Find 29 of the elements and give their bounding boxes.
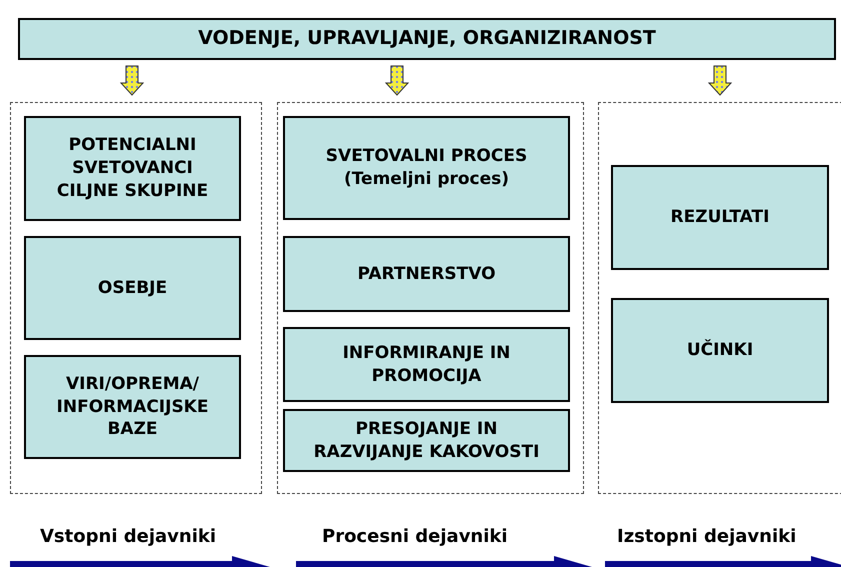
box-label: PRESOJANJE IN RAZVIJANJE KAKOVOSTI bbox=[312, 418, 540, 464]
box-label: VIRI/OPREMA/ INFORMACIJSKE BAZE bbox=[56, 372, 210, 442]
block-arrow bbox=[120, 66, 144, 96]
box-label: PARTNERSTVO bbox=[357, 262, 496, 286]
dashed-group-frame bbox=[277, 102, 584, 494]
box-label: REZULTATI bbox=[670, 206, 770, 229]
box-label: INFORMIRANJE IN PROMOCIJA bbox=[342, 342, 512, 388]
dashed-group-frame bbox=[598, 102, 841, 494]
factor-box bbox=[283, 327, 570, 402]
box-label: SVETOVALNI PROCES (Temeljni proces) bbox=[324, 145, 528, 191]
factor-box bbox=[24, 116, 241, 221]
box-label: VODENJE, UPRAVLJANJE, ORGANIZIRANOST bbox=[198, 26, 656, 52]
block-arrow bbox=[708, 66, 732, 96]
factor-box bbox=[24, 355, 241, 459]
box-label: POTENCIALNI SVETOVANCI CILJNE SKUPINE bbox=[56, 134, 210, 203]
factor-box bbox=[611, 165, 829, 270]
phase-label: Vstopni dejavniki bbox=[40, 526, 216, 547]
phase-label: Izstopni dejavniki bbox=[617, 526, 796, 547]
factor-box bbox=[283, 116, 570, 220]
phase-label: Procesni dejavniki bbox=[322, 526, 508, 547]
factor-box bbox=[611, 298, 829, 403]
factor-box bbox=[24, 236, 241, 340]
factor-box bbox=[283, 409, 570, 472]
block-arrow bbox=[384, 66, 410, 96]
header-box bbox=[18, 18, 836, 60]
box-label: UČINKI bbox=[686, 339, 754, 362]
box-label: OSEBJE bbox=[98, 276, 168, 300]
factor-box bbox=[283, 236, 570, 312]
dashed-group-frame bbox=[10, 102, 262, 494]
